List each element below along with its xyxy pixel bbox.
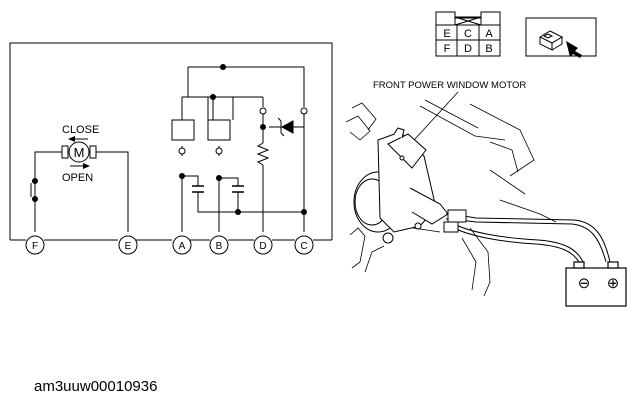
motor-harness bbox=[443, 209, 611, 265]
terminal-label-E: E bbox=[125, 241, 132, 252]
connector-face-view bbox=[435, 11, 501, 57]
terminal-B bbox=[209, 235, 229, 255]
terminal-E bbox=[118, 235, 138, 255]
relay-a bbox=[171, 119, 195, 141]
arrow-icon bbox=[566, 41, 582, 58]
resistor-icon bbox=[256, 142, 270, 166]
connector-pin-F: F bbox=[444, 43, 451, 55]
terminal-D bbox=[253, 235, 273, 255]
terminal-F bbox=[25, 235, 45, 255]
connector-pin-D: D bbox=[464, 43, 472, 55]
connector-pin-C: C bbox=[464, 28, 472, 40]
connector-pin-E: E bbox=[443, 28, 450, 40]
schematic-frame bbox=[9, 42, 333, 240]
terminal-label-D: D bbox=[259, 241, 266, 252]
schematic bbox=[9, 42, 333, 241]
terminal-label-B: B bbox=[216, 241, 223, 252]
contact-points bbox=[178, 107, 308, 155]
relay-b bbox=[207, 119, 231, 141]
open-arrow bbox=[70, 163, 90, 169]
terminal-C bbox=[294, 235, 314, 255]
close-arrow bbox=[68, 136, 88, 142]
close-label: CLOSE bbox=[62, 124, 99, 136]
terminal-label-F: F bbox=[32, 241, 38, 252]
junction-dots bbox=[179, 64, 307, 215]
connector-pin-A: A bbox=[485, 28, 493, 40]
battery-negative: ⊖ bbox=[578, 275, 591, 292]
motor-label: FRONT POWER WINDOW MOTOR bbox=[373, 80, 526, 91]
terminal-label-A: A bbox=[179, 241, 186, 252]
terminal-label-C: C bbox=[300, 241, 307, 252]
capacitor-icon bbox=[192, 185, 244, 193]
motor-symbol: M bbox=[74, 145, 85, 160]
battery-positive: ⊕ bbox=[607, 275, 620, 292]
diode-icon bbox=[277, 117, 294, 137]
window-motor-body bbox=[353, 127, 449, 244]
open-label: OPEN bbox=[62, 172, 93, 184]
document-id: am3uuw00010936 bbox=[34, 378, 158, 395]
terminal-A bbox=[172, 235, 192, 255]
connector-view-icon bbox=[525, 17, 597, 57]
motor-switch bbox=[30, 178, 38, 202]
connector-pin-B: B bbox=[485, 43, 492, 55]
battery-icon bbox=[565, 261, 627, 307]
motor-icon: M bbox=[61, 141, 97, 163]
